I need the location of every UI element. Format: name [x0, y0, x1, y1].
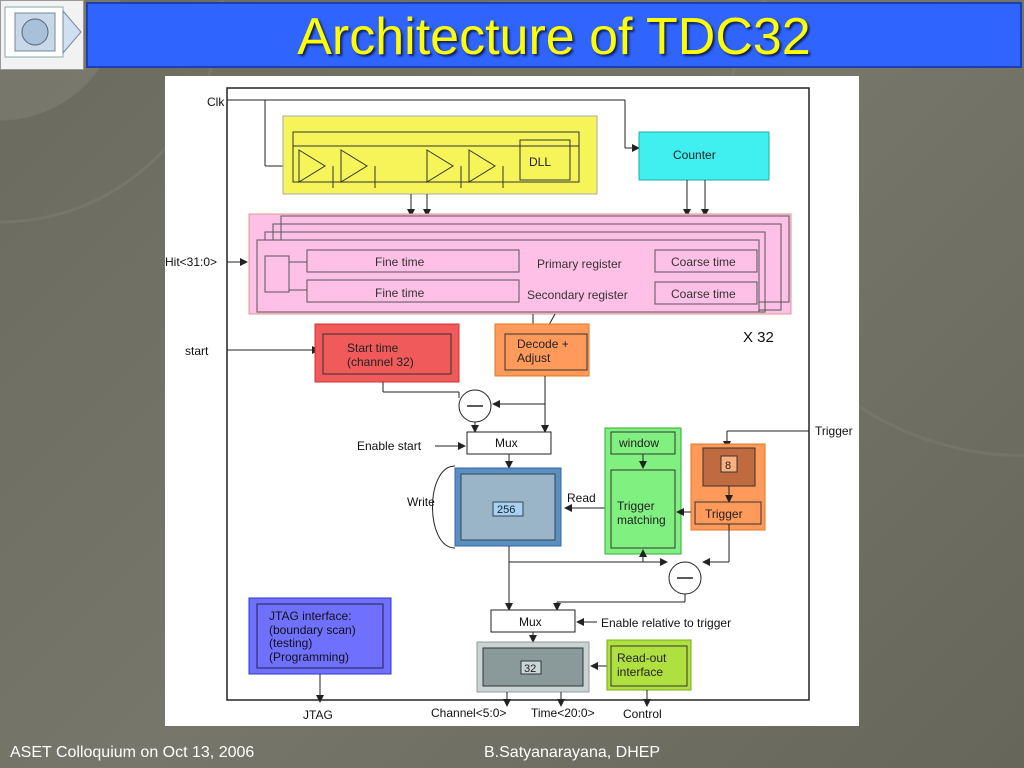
primary-register-label: Primary register — [537, 257, 622, 271]
start-label: start — [185, 344, 209, 358]
decode-adjust-block: Decode + Adjust — [494, 323, 590, 377]
chip-boundary — [226, 87, 810, 701]
mux-trigger-label: Mux — [519, 615, 542, 629]
counter-label: Counter — [673, 148, 716, 162]
decode-label-2: Adjust — [517, 351, 551, 365]
trigger-fifo-block: 8 Trigger — [690, 443, 766, 531]
fine-time-secondary: Fine time — [375, 286, 425, 300]
hit-label: Hit<31:0> — [165, 255, 217, 269]
fine-time-primary: Fine time — [375, 255, 425, 269]
footer-event: ASET Colloquium on Oct 13, 2006 — [10, 744, 255, 761]
x32-label: X 32 — [743, 329, 774, 346]
mux-start-label: Mux — [495, 436, 518, 450]
jtag-label-4: (Programming) — [269, 650, 349, 664]
trigger-matching-label-1: Trigger — [617, 499, 655, 513]
counter-block: Counter — [638, 131, 770, 181]
trigger-matching-block: window Trigger matching — [604, 427, 682, 555]
clk-label: Clk — [207, 95, 225, 109]
fifo-256-block: 256 — [454, 467, 562, 547]
jtag-label-1: JTAG interface: — [269, 609, 351, 623]
read-label: Read — [567, 491, 596, 505]
window-label: window — [618, 436, 659, 450]
mux-trigger-block: Mux — [490, 609, 576, 633]
readout-label-1: Read-out — [617, 651, 667, 665]
title-bar: Architecture of TDC32 — [86, 2, 1022, 68]
trigger-block-label: Trigger — [705, 507, 743, 521]
architecture-diagram: Clk DLL Counter Fine time — [165, 76, 859, 726]
decode-label-1: Decode + — [517, 337, 569, 351]
jtag-interface-block: JTAG interface: (boundary scan) (testing… — [248, 597, 392, 675]
dll-block: DLL — [282, 115, 598, 195]
mux-start-block: Mux — [466, 431, 552, 455]
fifo-32-label: 32 — [524, 663, 536, 675]
enable-relative-label: Enable relative to trigger — [601, 616, 731, 630]
dll-label: DLL — [529, 155, 551, 169]
slide-thumbnail — [0, 0, 84, 70]
jtag-label-2: (boundary scan) — [269, 623, 356, 637]
readout-interface-block: Read-out interface — [606, 639, 692, 691]
time-output-label: Time<20:0> — [531, 706, 595, 720]
fifo-256-label: 256 — [497, 504, 515, 516]
start-time-label-1: Start time — [347, 341, 399, 355]
readout-label-2: interface — [617, 665, 663, 679]
control-output-label: Control — [623, 707, 662, 721]
trigger-input-label: Trigger — [815, 424, 853, 438]
start-time-label-2: (channel 32) — [347, 355, 414, 369]
slide-title: Architecture of TDC32 — [297, 8, 811, 66]
coarse-time-primary: Coarse time — [671, 255, 736, 269]
footer-author: B.Satyanarayana, DHEP — [484, 744, 661, 761]
secondary-register-label: Secondary register — [527, 288, 628, 302]
trigger-matching-label-2: matching — [617, 513, 666, 527]
jtag-label-3: (testing) — [269, 636, 312, 650]
fifo-32-block: 32 — [476, 641, 590, 693]
enable-start-label: Enable start — [357, 439, 422, 453]
write-label: Write — [407, 495, 435, 509]
coarse-time-secondary: Coarse time — [671, 287, 736, 301]
register-stack: Fine time Primary register Coarse time F… — [248, 213, 792, 315]
jtag-output-label: JTAG — [303, 708, 333, 722]
fifo-8-label: 8 — [725, 460, 731, 472]
start-time-block: Start time (channel 32) — [314, 323, 460, 383]
channel-output-label: Channel<5:0> — [431, 706, 506, 720]
